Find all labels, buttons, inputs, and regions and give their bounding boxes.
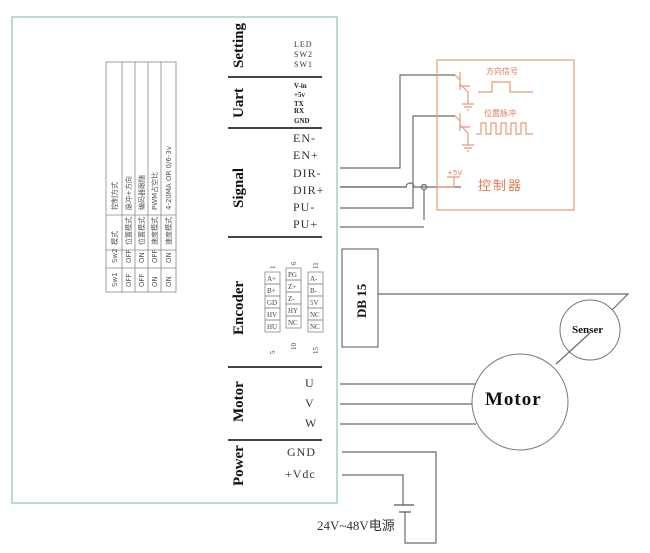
encoder-pin-label: PG <box>288 271 297 279</box>
wire-pu-minus <box>340 115 455 209</box>
mode-table-border <box>105 61 177 293</box>
encoder-pin-cell <box>307 319 324 333</box>
encoder-pin-label: NC <box>310 311 320 319</box>
pin-pu-minus: PU- <box>293 200 315 214</box>
encoder-pin-label: A- <box>310 275 318 283</box>
encoder-pin-end-number: 5 <box>269 350 277 354</box>
controller-title: 控制器 <box>478 179 523 194</box>
pin-5v: +5v <box>294 91 305 99</box>
pin-dir-plus: DIR+ <box>293 183 324 197</box>
pin-led: LED <box>294 40 313 49</box>
encoder-pin-label: B+ <box>267 287 276 295</box>
pin-vdc: +Vdc <box>285 467 316 481</box>
sensor-circle <box>559 299 621 361</box>
encoder-pin-label: NC <box>310 323 320 331</box>
encoder-pin-label: 5V <box>310 299 319 307</box>
encoder-pin-start-number: 1 <box>269 265 277 269</box>
encoder-pin-end-number: 10 <box>290 343 298 351</box>
pin-gnd: GND <box>287 445 316 459</box>
mode-table-cell: OFF <box>151 249 159 263</box>
wire-gnd <box>342 451 437 544</box>
position-pulse-label: 位置脉冲 <box>484 108 516 118</box>
mode-table-header: Sw1 <box>111 272 119 287</box>
section-label-power: Power <box>231 445 247 486</box>
pin-w: W <box>305 416 317 430</box>
direction-signal-label: 方向信号 <box>486 66 518 76</box>
section-label-setting: Setting <box>231 23 247 69</box>
section-label-motor: Motor <box>231 381 247 422</box>
pin-dir-minus: DIR- <box>293 166 322 180</box>
encoder-pin-label: A+ <box>267 275 276 283</box>
mode-table-cell: 位置模式 <box>137 217 146 245</box>
controller: 方向信号 位置脉冲 +5V 控制器 <box>436 59 575 211</box>
pin-pu-plus: PU+ <box>293 217 318 231</box>
direction-waveform <box>478 81 533 93</box>
mode-table-cell: OFF <box>125 273 133 287</box>
mode-table-cell: OFF <box>125 249 133 263</box>
mode-table-cell: 编码器跟随 <box>137 175 146 210</box>
pin-v: V <box>305 396 315 410</box>
motor-circle <box>471 353 569 451</box>
motor-label: Motor <box>485 389 542 410</box>
controller-box <box>436 59 575 211</box>
mode-table-cell: ON <box>151 276 159 287</box>
pin-en-plus: EN+ <box>293 148 319 162</box>
pulse-transistor-icon <box>454 113 474 152</box>
encoder-pin-label: Z- <box>288 295 295 303</box>
encoder-pin-cell <box>264 319 281 333</box>
section-label-encoder: Encoder <box>231 280 247 335</box>
wire-dir-minus <box>340 74 455 169</box>
pin-u: U <box>305 376 315 390</box>
encoder-pin-label: Z+ <box>288 283 296 291</box>
supply-5v-line <box>437 176 460 188</box>
mode-table-cell: PWM占空比 <box>150 172 159 210</box>
wire-common-5v <box>340 182 461 188</box>
encoder-pin-label: HU <box>267 323 277 331</box>
encoder-pin-label: B- <box>310 287 318 295</box>
encoder-pin-start-number: 11 <box>312 262 320 269</box>
mode-table-cell: ON <box>165 276 173 287</box>
pin-sw1: SW1 <box>294 60 313 69</box>
encoder-pin-label: HY <box>288 307 298 315</box>
mode-table-cell: 脉冲+方向 <box>124 176 133 210</box>
pin-sw2: SW2 <box>294 50 313 59</box>
mode-table-cell: ON <box>138 252 146 263</box>
pin-v-in: V-in <box>294 82 307 90</box>
pin-rx: RX <box>294 107 304 115</box>
supply-5v-label: +5V <box>447 169 462 177</box>
mode-table-cell: 速度模式 <box>164 217 173 245</box>
encoder-pin-label: GD <box>267 299 277 307</box>
pin-gnd-uart: GND <box>294 117 310 125</box>
encoder-pin-start-number: 6 <box>290 261 298 265</box>
power-supply-label: 24V~48V电源 <box>317 518 395 533</box>
mode-table-header: Sw2 <box>111 248 119 263</box>
db15-label: DB 15 <box>354 283 369 318</box>
mode-table-header: 控制方式 <box>110 182 119 210</box>
mode-table-cell: OFF <box>138 273 146 287</box>
encoder-pin-cell <box>285 315 302 329</box>
encoder-pin-label: NC <box>288 319 298 327</box>
encoder-pin-label: HV <box>267 311 277 319</box>
mode-table-cell: 4-20MA OR 0/6-3v <box>165 146 173 210</box>
wire-vdc <box>342 474 404 505</box>
encoder-pin-end-number: 15 <box>312 347 320 355</box>
mode-table-header: 模式 <box>110 231 119 245</box>
mode-table-cell: ON <box>165 252 173 263</box>
mode-table-cell: 速度模式 <box>150 217 159 245</box>
pulse-waveform <box>476 122 533 135</box>
junction-dot <box>420 183 428 191</box>
db15-connector <box>341 248 379 348</box>
driver-frame <box>11 16 338 504</box>
section-label-uart: Uart <box>231 88 247 118</box>
wire-encoder-to-sensor <box>378 293 630 311</box>
direction-transistor-icon <box>454 72 474 111</box>
sensor-label: Senser <box>572 324 603 336</box>
mode-table: Sw1Sw2模式控制方式OFFOFF位置模式脉冲+方向OFFON位置模式编码器跟… <box>105 61 177 293</box>
pin-en-minus: EN- <box>293 131 316 145</box>
motor-sensor-shaft <box>555 332 591 365</box>
section-label-signal: Signal <box>231 168 247 208</box>
pin-tx: TX <box>294 100 304 108</box>
mode-table-cell: 位置模式 <box>124 217 133 245</box>
